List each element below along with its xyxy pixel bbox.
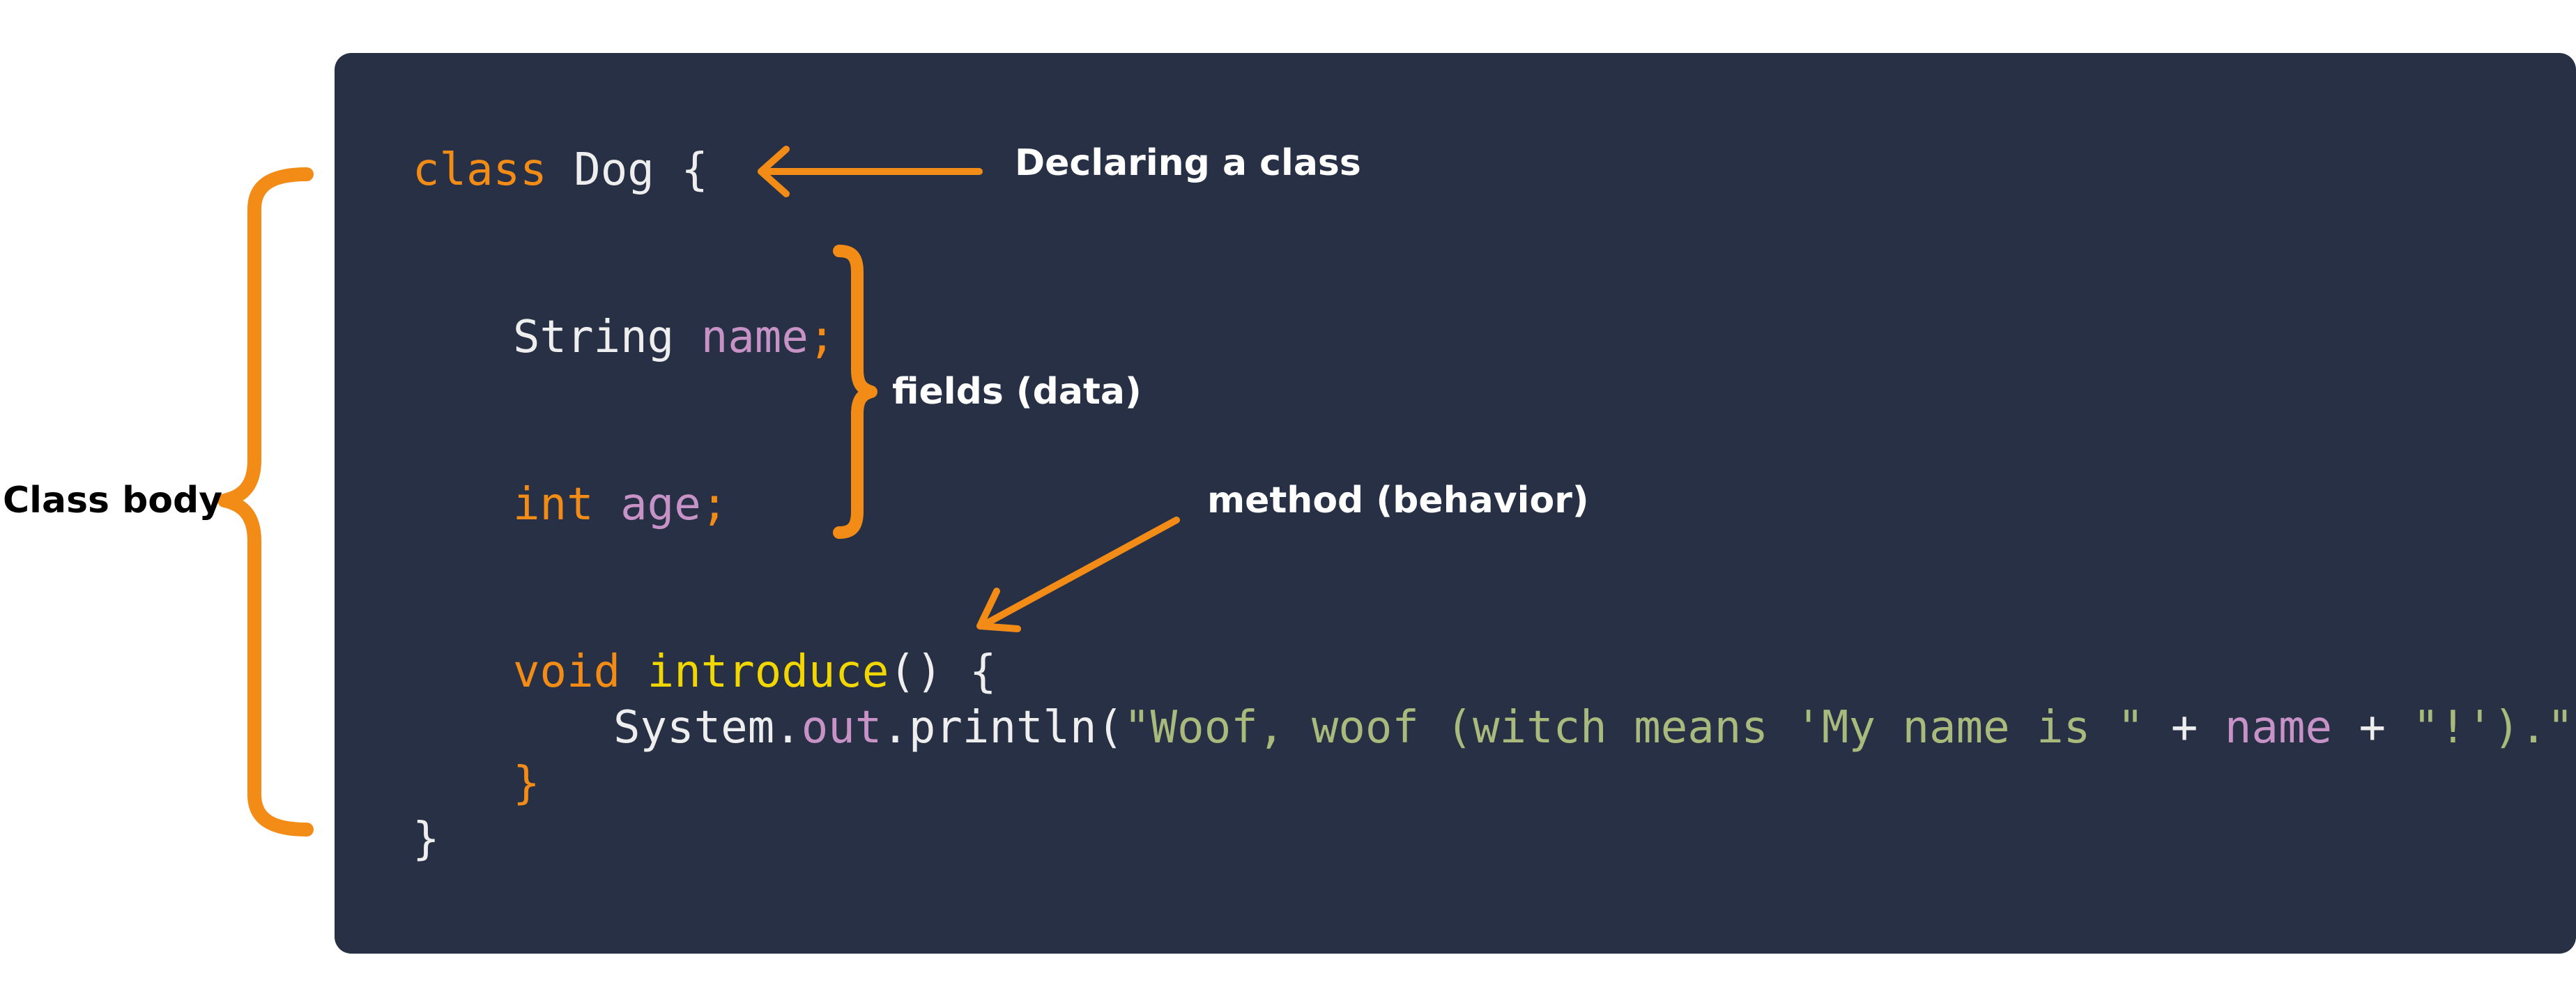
keyword-class: class <box>413 144 547 196</box>
method-name: introduce <box>620 646 889 698</box>
system-class: System. <box>613 702 802 754</box>
name-variable: name <box>2224 702 2332 754</box>
code-line-method-signature: void introduce() { <box>513 644 997 700</box>
keyword-void: void <box>513 646 621 698</box>
fields-label: fields (data) <box>892 371 1142 413</box>
class-body-label: Class body <box>3 480 223 521</box>
code-line-class-close: } <box>413 814 440 865</box>
code-line-println: System.out.println("Woof, woof (witch me… <box>613 700 2576 756</box>
type-string: String <box>513 312 675 363</box>
code-panel <box>335 53 2576 954</box>
code-line-field-age: int age; <box>513 477 728 533</box>
semicolon: ; <box>700 479 728 530</box>
method-label: method (behavior) <box>1207 480 1589 521</box>
close-paren: ) <box>2574 702 2576 754</box>
plus-operator: + <box>2332 702 2413 754</box>
semicolon: ; <box>808 312 836 363</box>
fields-brace <box>833 245 877 539</box>
method-parens: () { <box>889 646 997 698</box>
plus-operator: + <box>2144 702 2225 754</box>
class-body-brace <box>217 167 314 837</box>
declaring-class-arrow-head <box>758 146 790 197</box>
println-call: .println( <box>882 702 1124 754</box>
code-line-class-declaration: class Dog { <box>413 142 708 198</box>
method-arrow-head <box>976 588 1021 632</box>
code-line-method-close: } <box>513 758 540 809</box>
code-line-field-name: String name; <box>513 310 835 365</box>
class-name: Dog { <box>546 144 708 196</box>
type-int: int <box>513 479 594 530</box>
out-field: out <box>801 702 882 754</box>
field-name: name <box>674 312 808 363</box>
declaring-class-label: Declaring a class <box>1015 142 1361 184</box>
field-age: age <box>593 479 701 530</box>
string-literal-1: "Woof, woof (witch means 'My name is " <box>1124 702 2145 754</box>
string-literal-2: "!')." <box>2412 702 2574 754</box>
method-arrow-shaft <box>981 517 1180 628</box>
